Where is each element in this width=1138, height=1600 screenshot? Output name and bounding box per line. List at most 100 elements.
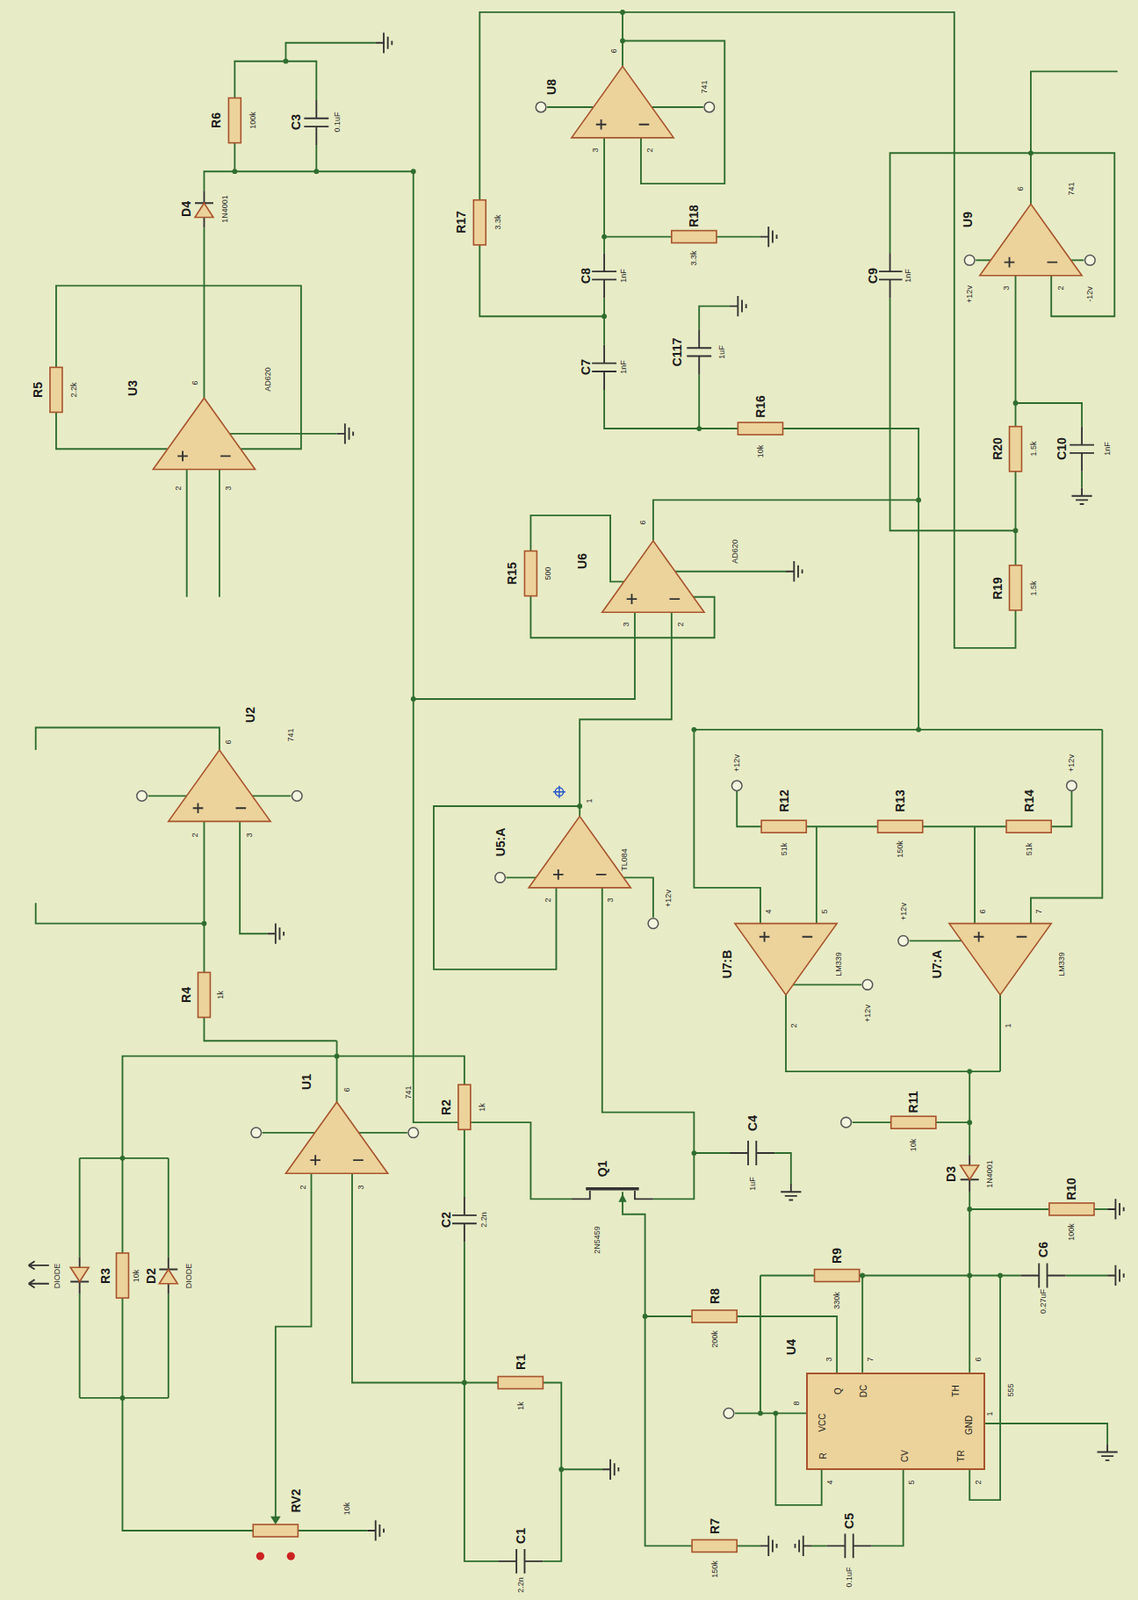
pin-number: 6	[191, 379, 200, 386]
part-designator: C6	[1037, 1240, 1050, 1259]
pin-number: 3	[1002, 284, 1011, 291]
wire	[859, 1274, 1022, 1277]
part-value: 10k	[756, 443, 764, 459]
wire	[973, 826, 976, 923]
capacitor-symbol	[686, 329, 712, 375]
part-value: +12v	[899, 901, 908, 922]
pin-number: 2	[646, 146, 655, 153]
part-value: 10k	[131, 1268, 140, 1284]
ground-symbol	[367, 1519, 384, 1541]
part-designator: U8	[545, 78, 558, 96]
pin-number: 3	[824, 1356, 833, 1363]
power-terminal	[251, 1127, 262, 1138]
pin-number: 5	[907, 1478, 915, 1485]
part-value: 1nF	[904, 267, 913, 284]
power-terminal	[841, 1116, 852, 1128]
cursor-marker	[553, 785, 566, 799]
opamp-symbol	[152, 397, 255, 469]
part-designator: R7	[708, 1517, 721, 1535]
part-designator: D3	[944, 1165, 958, 1183]
part-value: LM339	[835, 951, 843, 979]
part-value: 500	[544, 566, 553, 582]
part-value: +12v	[1067, 754, 1076, 774]
wire	[890, 297, 1016, 531]
power-terminal	[898, 936, 909, 947]
part-designator: U5:A	[494, 827, 507, 858]
wire	[815, 826, 818, 923]
part-value: 1k	[216, 990, 225, 1002]
wire	[861, 1274, 864, 1372]
part-designator: R13	[893, 789, 907, 814]
ground-symbol	[760, 1535, 778, 1556]
capacitor-symbol	[1020, 1263, 1066, 1289]
part-designator: R10	[1065, 1176, 1078, 1202]
resistor-symbol	[737, 422, 783, 435]
wire	[936, 1121, 970, 1124]
power-terminal	[495, 872, 506, 884]
opamp-symbol	[979, 203, 1082, 275]
pin-number: 3	[244, 831, 253, 838]
part-designator: U4	[785, 1338, 798, 1356]
resistor-symbol	[458, 1084, 471, 1130]
part-value: 1nF	[619, 267, 628, 284]
part-designator: R8	[708, 1287, 721, 1305]
probe-dot	[287, 1551, 296, 1560]
diode-symbol	[158, 1257, 178, 1295]
power-terminal	[291, 791, 303, 802]
wire	[653, 499, 919, 541]
wiper-arrow	[270, 1516, 281, 1525]
wire	[760, 1274, 815, 1277]
part-value: 1.5k	[1029, 579, 1038, 597]
wire	[1080, 471, 1083, 489]
wire	[36, 727, 220, 750]
pin-number: 3	[224, 484, 233, 491]
wire	[909, 939, 962, 942]
wire	[785, 994, 1001, 1072]
wire	[579, 612, 672, 816]
part-value: 1N4001	[220, 194, 229, 225]
resistor-symbol	[878, 820, 923, 833]
pin-number: 8	[792, 1400, 800, 1407]
wire	[871, 1469, 904, 1546]
wire	[337, 1056, 465, 1086]
part-designator: U7:B	[720, 949, 734, 980]
pin-number: 2	[790, 1022, 799, 1030]
resistor-symbol	[1006, 820, 1052, 833]
opamp-symbol	[602, 540, 705, 613]
power-terminal	[723, 1408, 735, 1419]
wire	[530, 515, 624, 583]
pin-number: 3	[590, 146, 599, 153]
power-terminal	[408, 1127, 419, 1138]
part-value: 3.3k	[494, 214, 503, 231]
part-value: 1uF	[717, 344, 726, 361]
opamp-symbol	[285, 1101, 388, 1174]
part-value: +12v	[965, 284, 974, 304]
pin-number: 6	[1016, 186, 1025, 193]
part-designator: R4	[180, 986, 193, 1004]
wire	[479, 244, 605, 317]
wire	[716, 236, 761, 238]
wire	[239, 821, 267, 934]
part-value: 150k	[710, 1559, 719, 1579]
wire	[693, 728, 1102, 731]
pin-number: 6	[639, 519, 648, 526]
resistor-symbol	[691, 1539, 737, 1552]
power-terminal	[731, 780, 742, 792]
power-terminal	[964, 254, 975, 266]
pin-number: 2	[174, 484, 183, 491]
pin-name: R	[819, 1453, 829, 1460]
wire	[358, 1131, 408, 1134]
wire	[698, 306, 730, 331]
pin-number: 6	[973, 1356, 982, 1363]
part-value: 1nF	[619, 360, 628, 376]
pin-number: 1	[986, 1410, 994, 1417]
part-designator: R17	[454, 210, 468, 236]
wire	[561, 1468, 602, 1470]
wire	[1015, 471, 1017, 566]
part-value: 2.2k	[69, 381, 78, 398]
part-designator: R11	[907, 1090, 920, 1115]
pin-number: 5	[821, 907, 829, 915]
power-terminal	[535, 101, 547, 113]
capacitor-symbol	[303, 100, 329, 145]
wire	[234, 61, 317, 101]
